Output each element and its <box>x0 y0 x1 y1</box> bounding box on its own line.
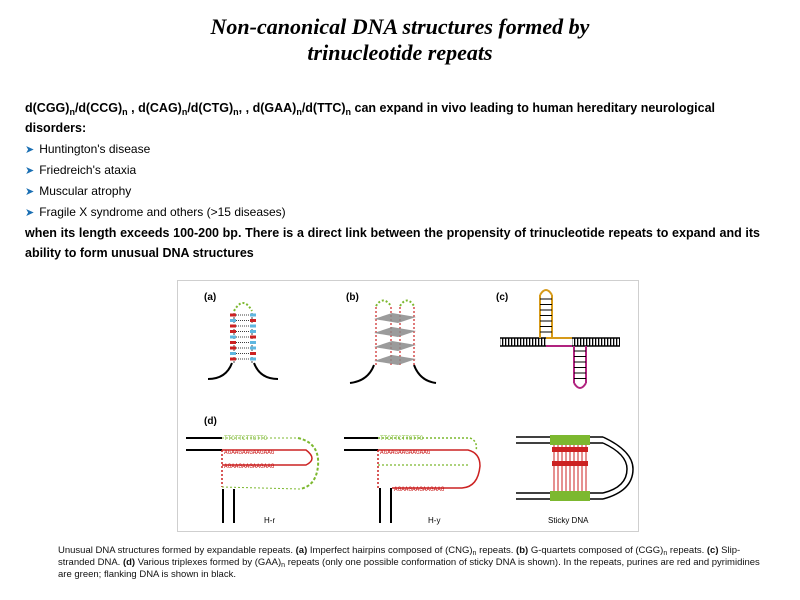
subscript-n: n <box>181 107 188 117</box>
disorder-list: ➤ Huntington's disease ➤ Friedreich's atax… <box>25 139 286 223</box>
g-quartet-plane <box>374 355 416 365</box>
triplex-hy: TTCTTCTTCTTC AGAAGAAGAAGAAG AGAAGAAGAAGA… <box>344 435 481 525</box>
list-item: ➤ Huntington's disease <box>25 139 286 160</box>
subscript-n: n <box>345 107 352 117</box>
subscript-n: n <box>296 107 302 117</box>
arrow-bullet-icon: ➤ <box>25 186 35 198</box>
page-title: Non-canonical DNA structures formed by t… <box>0 14 800 66</box>
panel-b-g-quartets: (b) <box>346 292 437 384</box>
g-quartet-plane <box>374 327 416 337</box>
list-item-text: Huntington's disease <box>39 142 151 156</box>
title-line-1: Non-canonical DNA structures formed by <box>210 14 590 39</box>
hairpin-base <box>230 352 236 355</box>
g-quartet-plane <box>374 313 416 323</box>
panel-c-slip-stranded: (c) <box>496 289 620 389</box>
hr-red-seq-top: AGAAGAAGAAGAAG <box>224 449 275 456</box>
caption-text: Imperfect hairpins composed of (CNG) <box>307 545 473 556</box>
title-line-2: trinucleotide repeats <box>307 40 493 65</box>
intro-tail: can expand in vivo leading to human here… <box>25 101 716 135</box>
formula-ccg: /d(CCG) <box>74 101 123 115</box>
panel-a-hairpin: (a) <box>204 292 279 380</box>
caption-label-b: (b) <box>516 545 529 556</box>
hy-red-seq: AGAAGAAGAAGAAG <box>380 449 431 456</box>
list-item: ➤ Fragile X syndrome and others (>15 dise… <box>25 202 286 223</box>
hairpin-base <box>230 341 236 344</box>
subscript-n: n <box>233 107 239 117</box>
hairpin-base <box>250 341 256 344</box>
formula-cag: , d(CAG) <box>131 101 182 115</box>
label-sticky-dna: Sticky DNA <box>548 516 589 525</box>
caption-text: Various triplexes formed by (GAA) <box>135 557 282 568</box>
caption-label-a: (a) <box>295 545 308 556</box>
caption-subscript: n <box>281 562 286 569</box>
panel-d-label: (d) <box>204 416 217 427</box>
hairpin-base <box>250 330 256 333</box>
hairpin-base <box>230 357 236 361</box>
caption-label-c: (c) <box>706 545 719 556</box>
caption-text: repeats. <box>476 545 517 556</box>
panel-c-label: (c) <box>496 292 508 303</box>
caption-text: repeats. <box>667 545 707 556</box>
formula-ttc: /d(TTC) <box>301 101 346 115</box>
intro-paragraph: d(CGG)n/d(CCG)n , d(CAG)n/d(CTG)n, , d(G… <box>25 98 765 138</box>
figure-svg: (a) (b) (c) <box>186 289 634 525</box>
hairpin-base <box>250 319 256 322</box>
caption-text: repeats (only one possible conformation … <box>58 557 760 580</box>
list-item: ➤ Muscular atrophy <box>25 181 286 202</box>
hairpin-base <box>230 330 236 333</box>
g-quartet-plane <box>374 341 416 351</box>
hairpin-base <box>250 313 256 317</box>
hairpin-base <box>250 357 256 361</box>
panel-b-label: (b) <box>346 292 359 303</box>
dna-structures-figure: (a) (b) (c) <box>177 280 639 532</box>
conclusion-paragraph: when its length exceeds 100-200 bp. Ther… <box>25 226 760 260</box>
caption-text: Unusual DNA structures formed by expanda… <box>58 545 296 556</box>
hairpin-base <box>230 313 236 317</box>
formula-ctg: /d(CTG) <box>187 101 234 115</box>
formula-gaa: , d(GAA) <box>245 101 297 115</box>
figure-caption: Unusual DNA structures formed by expanda… <box>58 545 770 581</box>
caption-subscript: n <box>472 550 477 557</box>
arrow-bullet-icon: ➤ <box>25 165 35 177</box>
hairpin-base <box>230 335 236 339</box>
hairpin-base <box>230 324 236 328</box>
subscript-n: n <box>122 107 128 117</box>
hairpin-base <box>250 346 256 350</box>
caption-text: G-quartets composed of (CGG) <box>528 545 664 556</box>
hr-red-seq-bottom: AGAAGAAGAAGAAG <box>224 463 275 470</box>
hairpin-base <box>250 352 256 355</box>
list-item-text: Friedreich's ataxia <box>39 163 137 177</box>
label-hr: H-r <box>264 516 275 525</box>
panel-a-label: (a) <box>204 292 216 303</box>
hairpin-base <box>230 346 236 350</box>
list-item-text: Fragile X syndrome and others (>15 disea… <box>39 205 286 219</box>
hy-red-seq-bottom: AGAAGAAGAAGAAG <box>394 486 445 493</box>
hairpin-base <box>230 319 236 322</box>
sticky-dna: Sticky DNA <box>516 435 634 525</box>
caption-text: Slip-stranded DNA. <box>58 545 741 568</box>
separator: , <box>238 101 243 115</box>
hairpin-base <box>250 335 256 339</box>
triplex-hr: TTCTTCTTCTTC AGAAGAAGAAGAAG AGAAGAAGAAGA… <box>186 435 320 525</box>
hairpin-base <box>250 324 256 328</box>
hr-green-seq: TTCTTCTTCTTC <box>224 435 268 442</box>
formula-cgg: d(CGG) <box>25 101 70 115</box>
caption-label-d: (d) <box>122 557 136 568</box>
hy-green-seq: TTCTTCTTCTTC <box>380 435 424 442</box>
panel-d-triplexes: (d) TTCTTCTTCTTC AGAAGAAGAAGAAG AGAAGAAG… <box>186 416 634 525</box>
subscript-n: n <box>69 107 75 117</box>
list-item: ➤ Friedreich's ataxia <box>25 160 286 181</box>
label-hy: H-y <box>428 516 440 525</box>
arrow-bullet-icon: ➤ <box>25 144 35 156</box>
list-item-text: Muscular atrophy <box>39 184 132 198</box>
arrow-bullet-icon: ➤ <box>25 207 35 219</box>
caption-subscript: n <box>663 550 668 557</box>
